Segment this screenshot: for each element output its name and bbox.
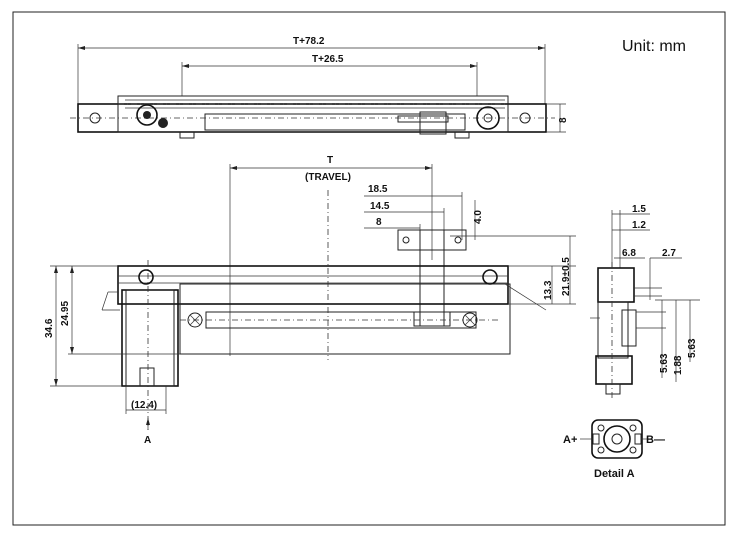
dim-5-63-b: 5.63 — [687, 338, 698, 358]
dim-travel-sub: (TRAVEL) — [305, 172, 351, 183]
dim-2-7: 2.7 — [662, 248, 676, 259]
dim-travel: T — [327, 155, 333, 166]
dim-14-5: 14.5 — [370, 201, 390, 212]
front-view: T (TRAVEL) 18.5 14.5 8 4.0 — [44, 155, 576, 446]
dim-6-8: 6.8 — [622, 248, 636, 259]
section-arrow-label: A — [144, 435, 151, 446]
dim-height-8: 8 — [558, 117, 569, 123]
detail-right-label: B— — [646, 434, 665, 446]
dim-base-width: (12.4) — [131, 400, 157, 411]
dim-8: 8 — [376, 217, 382, 228]
dim-height-21-9: 21.9±0.5 — [561, 257, 572, 296]
side-view: 1.5 1.2 6.8 2.7 5.63 1.88 5.63 — [590, 204, 700, 398]
dim-height-24-95: 24.95 — [60, 301, 71, 326]
drawing-frame — [12, 11, 726, 526]
dim-5-63-a: 5.63 — [659, 353, 670, 373]
detail-a: A+ B— Detail A — [563, 419, 665, 480]
dim-1-2: 1.2 — [632, 220, 646, 231]
unit-label: Unit: mm — [622, 38, 686, 55]
dim-18-5: 18.5 — [368, 184, 388, 195]
detail-left-label: A+ — [563, 434, 577, 446]
top-view: T+78.2 T+26.5 8 — [70, 36, 569, 139]
dim-height-13-3: 13.3 — [543, 280, 554, 300]
dim-1-5: 1.5 — [632, 204, 646, 215]
dim-1-88: 1.88 — [673, 355, 684, 375]
dim-overall-length: T+78.2 — [293, 36, 325, 47]
detail-title: Detail A — [594, 468, 635, 480]
dim-4-0: 4.0 — [473, 210, 484, 224]
dim-height-34-6: 34.6 — [44, 318, 55, 338]
dim-mount-spacing: T+26.5 — [312, 54, 344, 65]
